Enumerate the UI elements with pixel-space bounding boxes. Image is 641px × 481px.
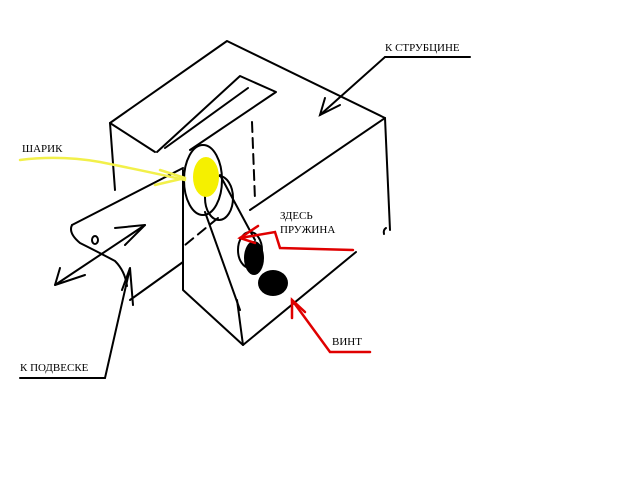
label-spring-line2: ПРУЖИНА bbox=[280, 224, 336, 236]
box-right-edge-hook bbox=[382, 227, 387, 235]
double-arrow-head-left bbox=[54, 267, 86, 286]
screw-arrow-head bbox=[290, 297, 307, 320]
spring-pointer-line bbox=[238, 230, 355, 252]
box-top-front-edge bbox=[249, 117, 386, 211]
ball-pointer-line bbox=[18, 156, 187, 182]
box-top-face bbox=[109, 40, 386, 124]
clamp-pointer-line bbox=[319, 56, 386, 116]
box-top-left-edge bbox=[109, 122, 156, 153]
arm-bottom-edge bbox=[129, 261, 184, 301]
hidden-edge bbox=[184, 217, 219, 246]
arm-end bbox=[70, 224, 128, 287]
clamp-arrow-head bbox=[318, 97, 341, 117]
hanger-pointer-line bbox=[104, 267, 131, 379]
ball-arrow-head bbox=[153, 176, 187, 187]
label-spring-line1: ЗДЕСЬ bbox=[280, 210, 313, 222]
label-clamp: К СТРУБЦИНЕ bbox=[385, 42, 460, 54]
ball bbox=[193, 157, 219, 197]
screw-pointer-line bbox=[290, 298, 372, 354]
spring-arrow-head bbox=[237, 224, 260, 245]
screw-head-top bbox=[244, 241, 264, 275]
slot bbox=[156, 75, 277, 153]
double-arrow-head-right bbox=[114, 224, 146, 246]
arm-top-edge bbox=[71, 167, 184, 226]
spring-channel-edge bbox=[204, 211, 241, 311]
hole bbox=[91, 235, 99, 245]
double-arrow-shaft bbox=[54, 224, 146, 286]
label-screw: ВИНТ bbox=[332, 336, 362, 348]
label-hanger: К ПОДВЕСКЕ bbox=[20, 362, 89, 374]
box-right-edge bbox=[384, 117, 391, 231]
spring-channel-edge bbox=[219, 174, 256, 241]
box-front-face bbox=[182, 169, 357, 346]
ball-arrow-head bbox=[158, 168, 187, 180]
box-front-edge bbox=[236, 299, 244, 346]
hanger-arrow-head bbox=[121, 267, 134, 306]
screw-head bbox=[258, 270, 288, 296]
box-left-edge bbox=[109, 122, 116, 191]
slot-inner-edge bbox=[164, 87, 249, 149]
label-ball: ШАРИК bbox=[22, 143, 63, 155]
hidden-edge bbox=[251, 121, 256, 201]
